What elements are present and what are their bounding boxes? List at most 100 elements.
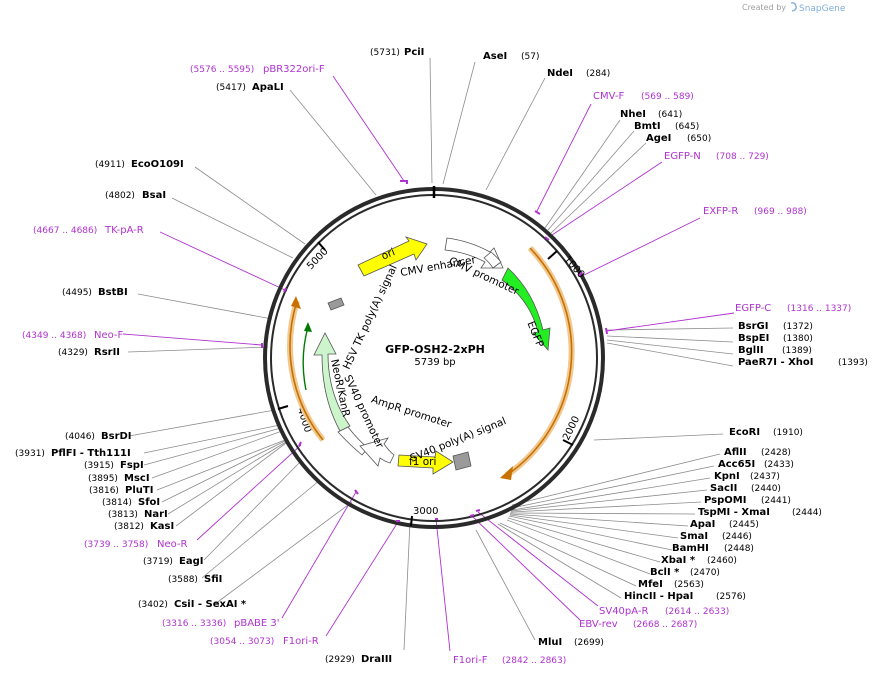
site-pos: (1910) bbox=[773, 428, 803, 438]
site-name: SfiI bbox=[204, 574, 222, 585]
site-pos: (3915) bbox=[84, 461, 114, 471]
site-pos: (2444) bbox=[792, 508, 822, 518]
site-pos: (2441) bbox=[761, 496, 791, 506]
primer-name: F1ori-F bbox=[453, 655, 488, 666]
site-name: NdeI bbox=[547, 68, 573, 79]
site-pos: (1380) bbox=[783, 334, 813, 344]
site-name: SacII bbox=[710, 483, 737, 494]
primer-pos: (2614 .. 2633) bbox=[665, 607, 729, 617]
site-name: KasI bbox=[150, 521, 174, 532]
site-pos: (5731) bbox=[370, 48, 400, 58]
primer-name: pBR322ori-F bbox=[263, 64, 325, 75]
site-pos: (4329) bbox=[58, 348, 88, 358]
site-name: EcoO109I bbox=[131, 159, 184, 170]
site-name: BamHI bbox=[672, 543, 709, 554]
site-pos: (3895) bbox=[88, 474, 118, 484]
cmv-promoter-feature bbox=[483, 251, 502, 269]
primer-pos: (4667 .. 4686) bbox=[33, 226, 97, 236]
site-pos: (2699) bbox=[574, 638, 604, 648]
site-name: SmaI bbox=[680, 531, 708, 542]
site-pos: (3588) bbox=[168, 575, 198, 585]
site-pos: (57) bbox=[521, 52, 539, 62]
site-name: PciI bbox=[404, 47, 424, 58]
site-pos: (4802) bbox=[105, 191, 135, 201]
site-pos: (2446) bbox=[722, 532, 752, 542]
site-pos: (645) bbox=[675, 122, 699, 132]
site-pos: (650) bbox=[687, 134, 711, 144]
site-pos: (1393) bbox=[838, 358, 868, 368]
tick-3000: 3000 bbox=[413, 506, 438, 517]
site-name: MscI bbox=[124, 473, 150, 484]
site-name: HincII - HpaI bbox=[624, 591, 693, 602]
primer-leader-lines bbox=[122, 75, 735, 652]
snapgene-logo-icon bbox=[790, 2, 797, 12]
site-pos: (2563) bbox=[674, 580, 704, 590]
site-pos: (2445) bbox=[729, 520, 759, 530]
site-name: XbaI * bbox=[661, 555, 696, 566]
neo-kan-feature bbox=[313, 332, 351, 432]
site-pos: (3813) bbox=[108, 510, 138, 520]
tick-2000: 2000 bbox=[561, 415, 582, 443]
site-pos: (2460) bbox=[707, 556, 737, 566]
site-name: Acc65I bbox=[718, 459, 755, 470]
f1-ori-label: f1 ori bbox=[409, 456, 436, 468]
credit-brand: SnapGene bbox=[799, 4, 846, 14]
site-leader-lines bbox=[127, 57, 734, 651]
site-name: CsiI - SexAI * bbox=[174, 599, 247, 610]
site-pos: (1389) bbox=[782, 346, 812, 356]
site-name: PspOMI bbox=[704, 495, 746, 506]
egfp-label: EGFP bbox=[524, 319, 545, 349]
site-pos: (2470) bbox=[690, 568, 720, 578]
orf-arcs bbox=[287, 245, 575, 480]
site-pos: (2437) bbox=[750, 472, 780, 482]
sv40-promoter-feature bbox=[337, 426, 369, 456]
site-pos: (2448) bbox=[724, 544, 754, 554]
primer-pos: (3054 .. 3073) bbox=[210, 637, 274, 647]
site-pos: (3814) bbox=[102, 498, 132, 508]
credit-prefix: Created by bbox=[742, 3, 786, 12]
scale-ticks bbox=[277, 241, 574, 527]
site-name: RsrII bbox=[94, 347, 120, 358]
primer-name: EBV-rev bbox=[579, 619, 618, 630]
site-pos: (1372) bbox=[783, 322, 813, 332]
site-name: TspMI - XmaI bbox=[698, 507, 770, 518]
site-pos: (2433) bbox=[764, 460, 794, 470]
ampr-promoter-label: AmpR promoter bbox=[370, 394, 454, 431]
primer-pos: (2668 .. 2687) bbox=[633, 620, 697, 630]
site-name: ApaI bbox=[690, 519, 715, 530]
site-name: BglII bbox=[738, 345, 764, 356]
ori-feature bbox=[357, 236, 428, 277]
site-pos: (4046) bbox=[65, 432, 95, 442]
tick-5000: 5000 bbox=[305, 246, 331, 272]
f1-ori-feature bbox=[397, 450, 454, 475]
primer-pos: (1316 .. 1337) bbox=[787, 304, 851, 314]
primer-name: F1ori-R bbox=[283, 636, 319, 647]
site-pos: (3719) bbox=[143, 557, 173, 567]
primer-name: EGFP-N bbox=[664, 151, 701, 162]
primer-pos: (4349 .. 4368) bbox=[22, 331, 86, 341]
primer-pos: (969 .. 988) bbox=[754, 207, 807, 217]
plasmid-name: GFP-OSH2-2xPH bbox=[385, 343, 485, 356]
site-pos: (2576) bbox=[716, 592, 746, 602]
primer-name: pBABE 3' bbox=[234, 618, 280, 629]
plasmid-length: 5739 bp bbox=[414, 357, 455, 368]
site-name: AseI bbox=[483, 51, 507, 62]
primer-name: Neo-R bbox=[157, 539, 188, 550]
site-name: BsaI bbox=[142, 190, 166, 201]
site-name: EagI bbox=[179, 556, 203, 567]
site-name: BspEI bbox=[738, 333, 769, 344]
site-pos: (4911) bbox=[95, 160, 125, 170]
site-name: AgeI bbox=[646, 133, 671, 144]
site-name: KpnI bbox=[714, 471, 740, 482]
primer-pos: (569 .. 589) bbox=[641, 92, 694, 102]
site-pos: (3402) bbox=[138, 600, 168, 610]
site-name: PluTI bbox=[125, 485, 153, 496]
primer-pos: (708 .. 729) bbox=[716, 152, 769, 162]
site-pos: (2428) bbox=[761, 448, 791, 458]
primer-name: SV40pA-R bbox=[599, 606, 648, 617]
site-pos: (3812) bbox=[114, 522, 144, 532]
site-pos: (3931) bbox=[15, 449, 45, 459]
site-name: SfoI bbox=[138, 497, 160, 508]
